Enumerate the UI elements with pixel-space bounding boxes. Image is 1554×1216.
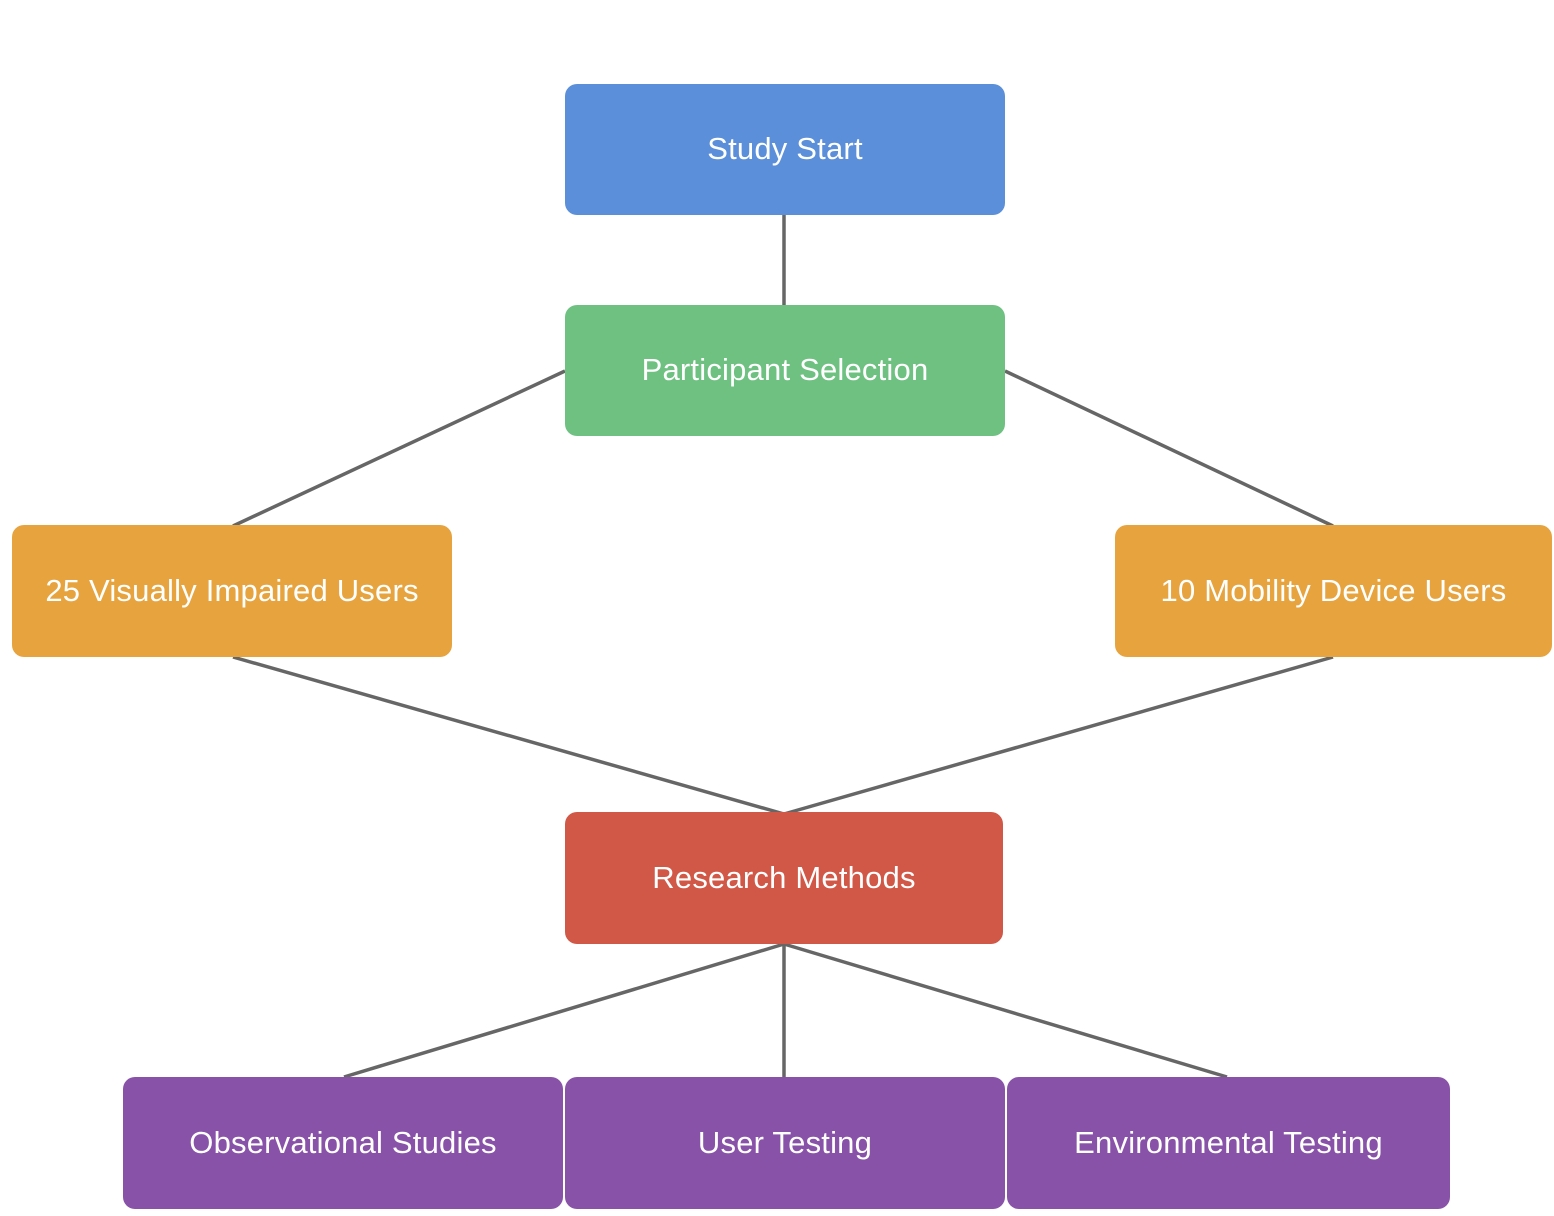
node-visually-impaired-users-label: 25 Visually Impaired Users	[45, 572, 419, 608]
node-study-start: Study Start	[565, 84, 1005, 215]
node-user-testing-label: User Testing	[697, 1124, 873, 1160]
edge-research-methods-to-observational-studies	[343, 942, 785, 1079]
node-mobility-device-users: 10 Mobility Device Users	[1115, 525, 1552, 657]
node-mobility-device-users-label: 10 Mobility Device Users	[1160, 572, 1507, 608]
node-research-methods-label: Research Methods	[652, 859, 916, 895]
edge-participant-selection-to-mobility-device-users	[1004, 369, 1334, 528]
node-observational-studies-label: Observational Studies	[189, 1124, 497, 1160]
edge-mobility-device-users-to-research-methods	[783, 655, 1334, 816]
node-environmental-testing-label: Environmental Testing	[1074, 1124, 1383, 1160]
edge-visually-impaired-users-to-research-methods	[232, 655, 785, 816]
node-study-start-label: Study Start	[707, 131, 863, 167]
node-participant-selection: Participant Selection	[565, 305, 1005, 436]
node-research-methods: Research Methods	[565, 812, 1003, 944]
node-environmental-testing: Environmental Testing	[1007, 1077, 1450, 1209]
node-observational-studies: Observational Studies	[123, 1077, 563, 1209]
edge-research-methods-to-environmental-testing	[783, 942, 1228, 1079]
node-user-testing: User Testing	[565, 1077, 1005, 1209]
edge-participant-selection-to-visually-impaired-users	[232, 369, 566, 528]
node-participant-selection-label: Participant Selection	[641, 352, 929, 388]
node-visually-impaired-users: 25 Visually Impaired Users	[12, 525, 452, 657]
